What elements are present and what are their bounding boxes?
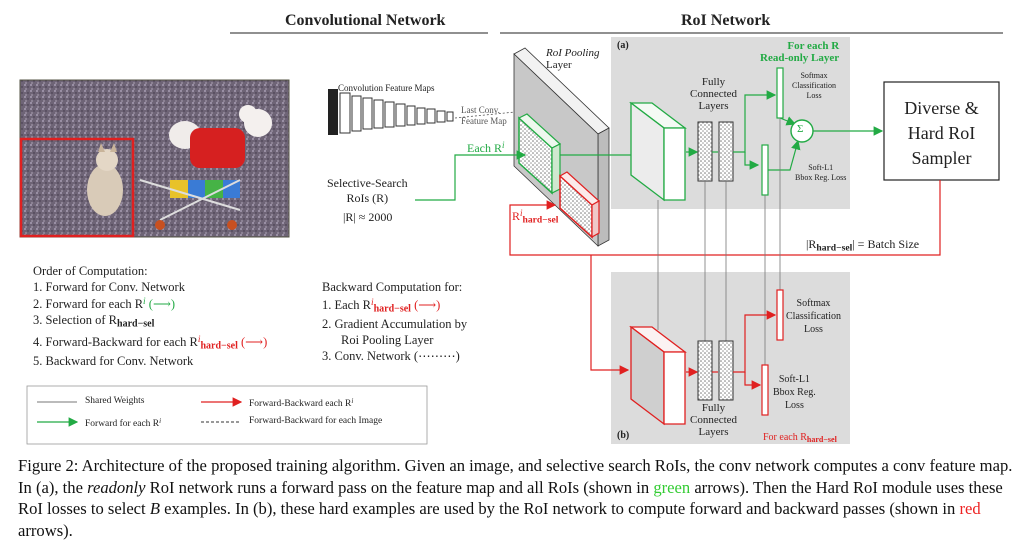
roi-network-header: RoI Network	[681, 12, 771, 29]
softmax-head-a	[776, 67, 784, 119]
green-arrow-selective-to-pool	[415, 150, 527, 201]
legend-box	[26, 385, 428, 445]
batch-size-label: |Rhard−sel| = Batch Size	[806, 237, 920, 254]
each-r-label: Each Ri	[467, 140, 505, 156]
legend-forward-each-r: Forward for each Ri	[85, 417, 162, 430]
input-image	[19, 79, 290, 238]
sum-symbol: Σ	[797, 123, 804, 135]
conv-network-header: Convolutional Network	[285, 12, 446, 29]
legend-fb-each-image: Forward-Backward for each Image	[249, 416, 383, 426]
hard-roi-sampler-box	[883, 81, 1000, 181]
r-hard-sel-label: Rihard−sel	[512, 208, 559, 226]
last-conv-label: Last Conv.Feature Map	[461, 105, 507, 126]
panel-b-tag: (b)	[617, 430, 630, 441]
legend-shared-weights: Shared Weights	[85, 396, 145, 406]
backward-computation: Backward Computation for: 1. Each Rihard…	[322, 280, 468, 363]
green-roi-volume	[517, 113, 562, 195]
bbox-head-b	[761, 364, 769, 416]
figure-caption: Figure 2: Architecture of the proposed t…	[18, 456, 1013, 540]
bbox-head-a	[761, 144, 769, 196]
softmax-head-b	[776, 289, 784, 341]
red-feedback-path	[509, 180, 941, 256]
roi-volume-b	[629, 325, 687, 426]
fc-layers-a	[697, 121, 734, 182]
conv-feature-maps-label: Convolution Feature Maps	[338, 83, 435, 93]
for-each-r-hard-sel-label: For each Rhard−sel	[763, 432, 837, 444]
order-of-computation: Order of Computation: 1. Forward for Con…	[33, 264, 268, 368]
fc-layers-b	[697, 340, 734, 401]
conv-feature-maps	[328, 89, 454, 135]
legend-fb-each-r: Forward-Backward each Ri	[249, 397, 354, 410]
roi-count-label: |R| ≈ 2000	[343, 210, 393, 224]
panel-a-tag: (a)	[617, 40, 629, 51]
red-roi-volume	[558, 171, 601, 239]
roi-volume-a	[629, 101, 687, 202]
